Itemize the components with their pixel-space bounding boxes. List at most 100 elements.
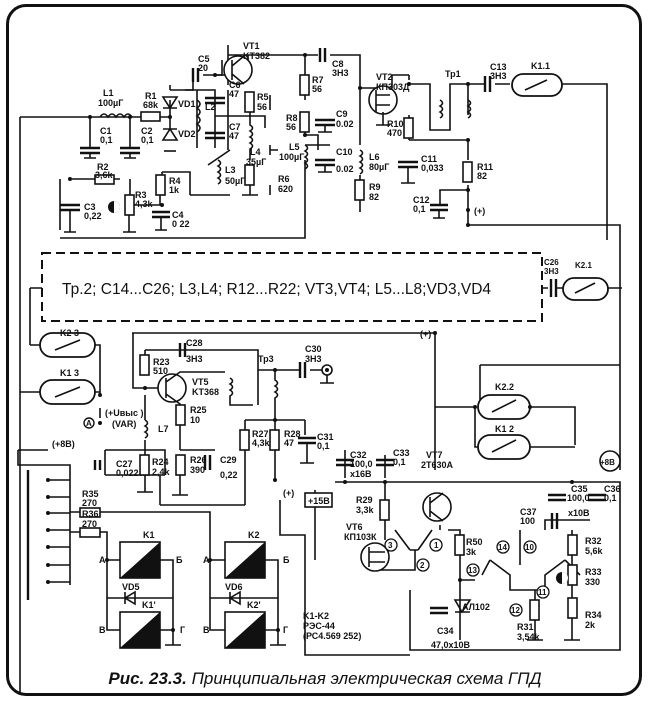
svg-text:K1-K2: K1-K2 xyxy=(303,611,329,621)
svg-text:R9: R9 xyxy=(369,182,381,192)
svg-text:R50: R50 xyxy=(466,537,483,547)
svg-text:C2: C2 xyxy=(141,126,153,136)
svg-text:VD1: VD1 xyxy=(178,99,196,109)
svg-text:В: В xyxy=(99,625,106,635)
svg-text:80µГ: 80µГ xyxy=(369,162,389,172)
point-a-marker xyxy=(83,417,95,429)
c1-c2-capacitors xyxy=(80,146,140,155)
svg-text:C5: C5 xyxy=(198,54,210,64)
svg-text:270: 270 xyxy=(82,519,97,529)
svg-text:0,1: 0,1 xyxy=(604,493,617,503)
r7-resistor xyxy=(299,74,310,96)
svg-text:0,1: 0,1 xyxy=(413,204,426,214)
vt5-transistor xyxy=(157,373,187,403)
svg-text:R10: R10 xyxy=(387,119,404,129)
svg-text:(РС4.569 252): (РС4.569 252) xyxy=(303,631,361,641)
component-labels: L1 100µГ R1 68k C1 0,1 C2 0,1 VD1 VD2 C5… xyxy=(52,41,621,650)
svg-text:47: 47 xyxy=(284,438,294,448)
svg-text:(+): (+) xyxy=(283,488,294,498)
vd2-diode xyxy=(161,127,179,141)
svg-text:(+): (+) xyxy=(420,329,431,339)
svg-text:A: A xyxy=(86,419,92,428)
r31-resistor xyxy=(529,599,540,621)
c31-capacitor xyxy=(298,436,316,445)
svg-text:13: 13 xyxy=(468,566,477,575)
svg-text:КП303Д: КП303Д xyxy=(376,82,410,92)
svg-text:47: 47 xyxy=(229,89,239,99)
r10-resistor xyxy=(403,117,414,139)
svg-text:R32: R32 xyxy=(585,536,602,546)
svg-text:390: 390 xyxy=(190,465,205,475)
r24-resistor xyxy=(139,454,150,476)
svg-text:R2: R2 xyxy=(97,162,109,172)
svg-text:Б: Б xyxy=(176,555,183,565)
r34-resistor xyxy=(567,597,578,619)
svg-text:0,1: 0,1 xyxy=(393,457,406,467)
vd6-diode xyxy=(228,590,241,606)
svg-text:270: 270 xyxy=(82,498,97,508)
svg-text:4,3k: 4,3k xyxy=(252,438,271,448)
svg-text:C11: C11 xyxy=(421,154,437,164)
c11-capacitor xyxy=(398,160,418,169)
svg-text:C35: C35 xyxy=(571,484,588,494)
tp1-transformer xyxy=(438,99,472,119)
svg-text:510: 510 xyxy=(153,366,168,376)
svg-text:82: 82 xyxy=(477,171,487,181)
svg-text:100µГ: 100µГ xyxy=(98,98,123,108)
svg-text:C10: C10 xyxy=(336,147,353,157)
svg-text:K2.1: K2.1 xyxy=(575,261,592,270)
svg-text:VD6: VD6 xyxy=(225,582,243,592)
svg-text:VD2: VD2 xyxy=(178,129,196,139)
r3-potentiometer xyxy=(124,194,135,216)
svg-text:L4: L4 xyxy=(250,147,261,157)
svg-text:R6: R6 xyxy=(278,174,290,184)
l2-inductor xyxy=(195,99,201,133)
dashed-block-border xyxy=(41,252,543,322)
svg-text:K1: K1 xyxy=(143,530,155,540)
svg-text:R25: R25 xyxy=(190,405,207,415)
block-input-wire xyxy=(29,287,42,345)
c28-capacitor xyxy=(178,343,187,357)
svg-text:VT2: VT2 xyxy=(376,72,393,82)
svg-text:2,4k: 2,4k xyxy=(152,467,171,477)
caption-prefix: Рис. 23.3. xyxy=(108,669,187,688)
svg-text:K1 3: K1 3 xyxy=(60,368,79,378)
r9-resistor xyxy=(354,179,365,201)
tp3-secondary xyxy=(244,370,306,435)
tp3-primary xyxy=(228,377,253,406)
svg-text:620: 620 xyxy=(278,184,293,194)
svg-text:C7: C7 xyxy=(229,122,241,132)
svg-text:50µГ: 50µГ xyxy=(225,176,245,186)
k2-2-contact xyxy=(477,394,531,420)
svg-text:1k: 1k xyxy=(169,185,180,195)
svg-text:L5: L5 xyxy=(289,142,300,152)
svg-text:470: 470 xyxy=(387,128,402,138)
svg-text:3,3k: 3,3k xyxy=(356,505,375,515)
svg-text:R8: R8 xyxy=(286,113,298,123)
svg-text:+8B: +8B xyxy=(600,458,615,467)
svg-text:+15B: +15B xyxy=(308,496,330,506)
svg-text:10: 10 xyxy=(190,415,200,425)
svg-text:K2: K2 xyxy=(248,530,260,540)
c26-capacitor xyxy=(549,279,558,297)
c8-capacitor xyxy=(318,48,327,62)
svg-text:C8: C8 xyxy=(332,59,344,69)
svg-text:(VAR): (VAR) xyxy=(112,419,136,429)
svg-text:R1: R1 xyxy=(145,91,157,101)
svg-text:330: 330 xyxy=(585,577,600,587)
svg-text:R11: R11 xyxy=(477,162,493,172)
r50-resistor xyxy=(454,534,465,556)
svg-text:C6: C6 xyxy=(229,80,241,90)
svg-text:VT1: VT1 xyxy=(243,41,260,51)
l5-inductor xyxy=(303,144,309,170)
svg-text:2k: 2k xyxy=(585,620,596,630)
c5-capacitor xyxy=(191,68,200,82)
r33-potentiometer xyxy=(567,564,578,586)
svg-text:x16B: x16B xyxy=(350,469,372,479)
svg-text:K2.2: K2.2 xyxy=(495,382,514,392)
plus15v-box xyxy=(304,492,333,508)
svg-text:K1 2: K1 2 xyxy=(495,424,514,434)
junction-dots xyxy=(46,53,574,632)
c37-capacitor xyxy=(550,513,559,529)
svg-text:3H3: 3H3 xyxy=(305,354,322,364)
